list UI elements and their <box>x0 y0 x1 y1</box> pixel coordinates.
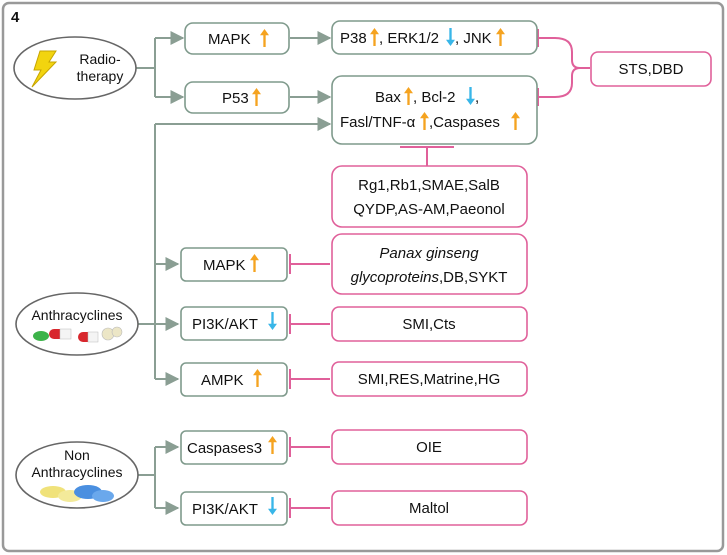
anthracyclines-label: Anthracyclines <box>31 307 122 323</box>
caspases3-label: Caspases3 <box>187 440 262 457</box>
target-pi3k-non: PI3K/AKT <box>180 491 288 526</box>
target-caspases3: Caspases3 <box>180 430 288 465</box>
p38-text: P38 <box>340 30 367 47</box>
rg1-line2: QYDP,AS-AM,Paeonol <box>353 201 504 218</box>
pills-icon <box>33 326 123 343</box>
inhibitor-smi-res: SMI,RES,Matrine,HG <box>331 361 528 397</box>
non-anthracyclines-label-line2: Anthracyclines <box>31 464 122 480</box>
sts-dbd-label: STS,DBD <box>618 61 683 78</box>
jnk-text: , JNK <box>455 30 492 47</box>
bcl2-text: , Bcl-2 <box>413 89 456 106</box>
connector-lines <box>136 31 332 515</box>
non-anthracyclines-label-line1: Non <box>64 447 90 463</box>
radiotherapy-label-line1: Radio- <box>79 51 121 67</box>
mapk-anthra-label: MAPK <box>203 257 246 274</box>
inhibitor-rg1: Rg1,Rb1,SMAE,SalB QYDP,AS-AM,Paeonol <box>331 165 528 228</box>
bax-text: Bax <box>375 89 401 106</box>
smi-cts-label: SMI,Cts <box>402 316 455 333</box>
erk-text: , ERK1/2 <box>379 30 439 47</box>
pi3k-non-label: PI3K/AKT <box>192 501 258 518</box>
rg1-line1: Rg1,Rb1,SMAE,SalB <box>358 177 500 194</box>
mapk-radio-label: MAPK <box>208 31 251 48</box>
target-p53: P53 <box>184 81 290 114</box>
source-radiotherapy: Radio- therapy <box>13 36 137 100</box>
panax-line1: Panax ginseng <box>379 245 479 262</box>
target-ampk: AMPK <box>180 362 288 397</box>
ampk-label: AMPK <box>201 372 244 389</box>
source-anthracyclines: Anthracyclines <box>15 292 139 356</box>
inhibition-lines <box>289 29 590 518</box>
pi3k-anthra-label: PI3K/AKT <box>192 316 258 333</box>
inhibitor-smi-cts: SMI,Cts <box>331 306 528 342</box>
panax-line2-italic: glycoproteins <box>351 269 440 286</box>
tablets-icon <box>40 485 114 502</box>
panel-label: 4 <box>11 9 20 26</box>
target-mapk-anthra: MAPK <box>180 247 288 282</box>
source-non-anthracyclines: Non Anthracyclines <box>15 441 139 509</box>
target-mapk-radio: MAPK <box>184 22 290 55</box>
effect-p38-erk-jnk: P38 , ERK1/2 , JNK <box>331 20 538 55</box>
inhibitor-panax: Panax ginseng glycoproteins,DB,SYKT <box>331 233 528 295</box>
radiotherapy-label-line2: therapy <box>77 68 124 84</box>
inhibitor-maltol: Maltol <box>331 490 528 526</box>
smi-res-label: SMI,RES,Matrine,HG <box>358 371 501 388</box>
maltol-label: Maltol <box>409 500 449 517</box>
panax-line2-rest: ,DB,SYKT <box>439 269 507 286</box>
fasl-text: Fasl/TNF-α <box>340 114 416 131</box>
inhibitor-sts-dbd: STS,DBD <box>590 51 712 87</box>
lightning-icon <box>31 50 58 88</box>
panax-line2: glycoproteins,DB,SYKT <box>351 269 508 286</box>
caspases-text: ,Caspases <box>429 114 500 131</box>
effect-apoptosis: Bax , Bcl-2 , Fasl/TNF-α ,Caspases <box>331 75 538 145</box>
p53-label: P53 <box>222 90 249 107</box>
inhibitor-oie: OIE <box>331 429 528 465</box>
target-pi3k-anthra: PI3K/AKT <box>180 306 288 341</box>
oie-label: OIE <box>416 439 442 456</box>
comma-text: , <box>475 89 479 106</box>
